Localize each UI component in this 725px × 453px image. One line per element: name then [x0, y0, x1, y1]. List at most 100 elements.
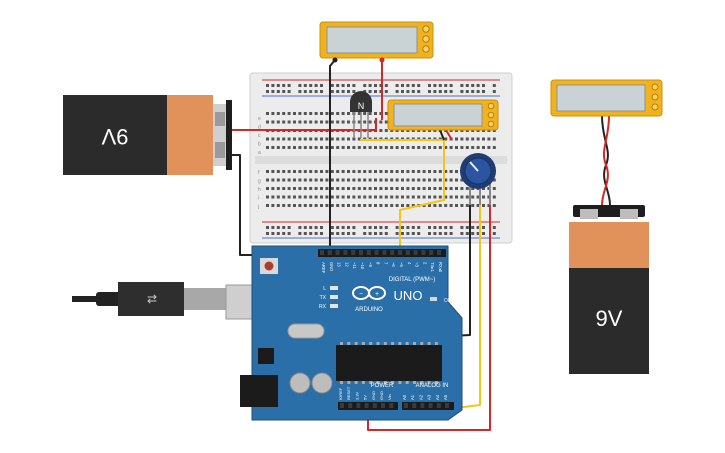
breadboard-hole: [276, 232, 280, 235]
digital-pin[interactable]: [398, 250, 402, 255]
breadboard-hole: [320, 90, 323, 93]
breadboard-hole: [282, 178, 286, 182]
uno-logo: UNO: [394, 288, 423, 303]
power-pin[interactable]: [340, 403, 344, 408]
chip-pin: [427, 342, 431, 345]
wire-black-meter-top: [329, 59, 336, 255]
digital-pin[interactable]: [382, 250, 387, 255]
digital-pin-label: 8: [376, 262, 381, 265]
digital-pin-label: TX▸1: [430, 262, 435, 272]
analog-pin[interactable]: [420, 403, 425, 408]
breadboard-hole: [422, 195, 426, 199]
breadboard-row-label: b: [258, 142, 261, 148]
breadboard-hole: [390, 187, 394, 190]
breadboard-hole: [271, 137, 275, 141]
digital-pin[interactable]: [413, 250, 418, 255]
breadboard-hole: [428, 170, 431, 173]
digital-pin-label: 13: [337, 262, 342, 267]
breadboard-hole: [374, 146, 377, 149]
chip-pin: [354, 342, 358, 345]
breadboard-hole: [325, 187, 329, 190]
breadboard-hole: [293, 195, 296, 199]
analog-pin[interactable]: [404, 403, 408, 408]
breadboard-hole: [406, 204, 410, 207]
breadboard-hole: [309, 84, 313, 87]
power-pin[interactable]: [372, 403, 377, 408]
digital-pin[interactable]: [390, 250, 395, 255]
breadboard-hole: [411, 226, 415, 229]
power-pin[interactable]: [389, 403, 394, 408]
breadboard-hole: [347, 84, 350, 87]
breadboard-hole: [271, 112, 275, 115]
breadboard-hole: [303, 120, 307, 124]
digital-pin[interactable]: [320, 250, 324, 255]
breadboard-hole: [379, 178, 383, 182]
breadboard-hole: [449, 187, 453, 190]
breadboard-hole: [406, 226, 410, 229]
breadboard-row-label: c: [258, 133, 261, 139]
breadboard-hole: [330, 195, 334, 199]
power-pin[interactable]: [364, 403, 369, 408]
breadboard-hole: [379, 84, 383, 87]
breadboard-hole: [428, 84, 431, 87]
breadboard-hole: [384, 226, 388, 229]
digital-pin[interactable]: [374, 250, 379, 255]
breadboard-hole: [476, 232, 480, 235]
breadboard-hole: [320, 112, 323, 115]
power-pin[interactable]: [381, 403, 385, 408]
breadboard-hole: [384, 170, 388, 173]
multimeter-top[interactable]: [319, 21, 434, 63]
breadboard-hole: [379, 146, 383, 149]
breadboard-hole: [460, 232, 464, 235]
digital-pin[interactable]: [351, 250, 356, 255]
breadboard-hole: [492, 204, 496, 207]
digital-pin[interactable]: [366, 250, 371, 255]
analog-pin[interactable]: [445, 403, 449, 408]
breadboard-hole: [347, 120, 350, 124]
multimeter-mid[interactable]: [387, 99, 499, 131]
chip-pin: [361, 342, 365, 345]
power-pin[interactable]: [356, 403, 361, 408]
chip-pin: [398, 381, 402, 384]
breadboard-hole: [406, 84, 410, 87]
analog-pin[interactable]: [412, 403, 417, 408]
digital-pin[interactable]: [327, 250, 332, 255]
power-pin[interactable]: [348, 403, 353, 408]
breadboard-hole: [276, 90, 280, 93]
digital-pin[interactable]: [437, 250, 441, 255]
digital-pin[interactable]: [405, 250, 410, 255]
chip-pin: [369, 381, 373, 384]
breadboard-hole: [417, 226, 421, 229]
breadboard-hole: [449, 84, 453, 87]
battery-left[interactable]: 9V: [63, 95, 232, 175]
breadboard-hole: [320, 146, 323, 149]
multimeter-right[interactable]: [550, 79, 663, 117]
breadboard-hole: [336, 90, 340, 93]
digital-pin-label: ~3: [415, 262, 420, 267]
breadboard-hole: [476, 90, 480, 93]
breadboard-hole: [336, 204, 340, 207]
breadboard-hole: [271, 120, 275, 124]
breadboard-hole: [287, 170, 291, 173]
breadboard-hole: [303, 178, 307, 182]
breadboard-hole: [368, 170, 372, 173]
transistor[interactable]: N: [350, 91, 372, 138]
digital-pin[interactable]: [359, 250, 363, 255]
breadboard-hole: [433, 84, 437, 87]
breadboard-hole: [482, 195, 485, 199]
breadboard-hole: [406, 178, 410, 182]
breadboard-hole: [347, 226, 350, 229]
breadboard-hole: [325, 137, 329, 141]
battery-right[interactable]: 9V: [569, 205, 649, 374]
breadboard-row-label: d: [258, 125, 261, 131]
breadboard-hole: [492, 195, 496, 199]
digital-pin[interactable]: [335, 250, 340, 255]
potentiometer[interactable]: [460, 153, 496, 205]
digital-pin[interactable]: [421, 250, 426, 255]
digital-pin[interactable]: [429, 250, 434, 255]
digital-pin[interactable]: [343, 250, 348, 255]
breadboard-hole: [341, 170, 345, 173]
analog-pin[interactable]: [428, 403, 433, 408]
analog-pin[interactable]: [436, 403, 441, 408]
